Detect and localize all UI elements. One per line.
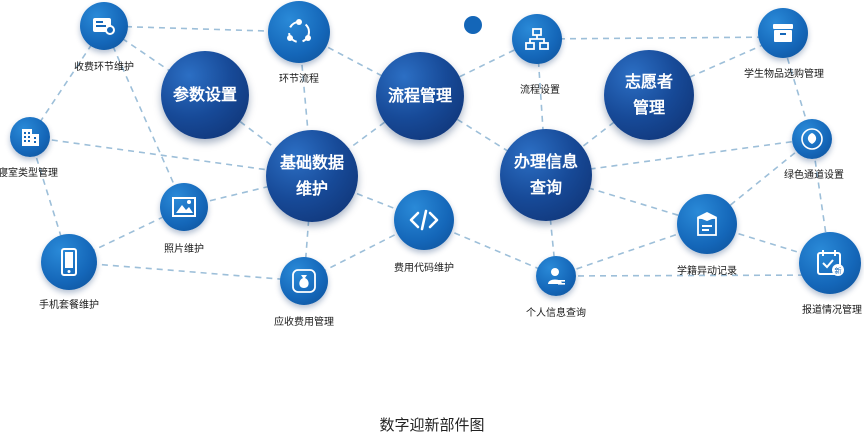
node-flow-setting[interactable] [512,14,562,64]
diagram-caption: 数字迎新部件图 [379,416,485,434]
hub-basic-data[interactable]: 基础数据 维护 [266,130,358,222]
node-personal[interactable] [536,256,576,296]
flowchart-icon [525,28,549,50]
node-fee-step-label: 收费环节维护 [74,62,134,73]
invoice-icon [93,18,115,35]
box-icon [773,24,793,42]
node-goods-label: 学生物品选购管理 [744,69,824,80]
node-dorm-type-label: 寝室类型管理 [0,168,58,179]
node-goods[interactable] [758,8,808,58]
node-status-change[interactable] [677,194,737,254]
node-report[interactable]: 新 [799,232,861,294]
node-step-flow-label: 环节流程 [279,74,319,85]
calendar-new-icon: 新 [817,250,844,276]
cycle-icon [287,19,311,43]
hub-params-label: 参数设置 [172,85,237,104]
node-fee-code[interactable] [394,190,454,250]
node-fee-code-label: 费用代码维护 [394,263,454,274]
node-status-change-label: 学籍异动记录 [677,266,737,277]
node-step-flow[interactable] [268,1,330,63]
node-photo[interactable] [160,183,208,231]
decorative-dot [464,16,482,34]
node-green-channel[interactable] [792,119,832,159]
node-fee-step[interactable] [80,2,128,50]
node-phone[interactable] [41,234,97,290]
node-photo-label: 照片维护 [164,244,204,255]
mobile-phone-icon [61,248,77,276]
node-report-label: 报道情况管理 [802,305,862,316]
money-bag-icon [292,269,316,293]
building-icon [22,129,39,146]
hub-query[interactable]: 办理信息 查询 [500,129,592,221]
leaf-icon [801,128,823,150]
image-icon [172,197,196,217]
node-flow-setting-label: 流程设置 [520,85,560,96]
node-phone-label: 手机套餐维护 [39,300,99,311]
code-icon [409,209,439,231]
svg-text:新: 新 [835,266,842,275]
node-personal-label: 个人信息查询 [526,308,586,319]
person-search-icon [548,268,565,285]
hub-flow-management[interactable]: 流程管理 [376,52,464,140]
node-dorm-type[interactable] [10,117,50,157]
hub-volunteer-label: 志愿者 管理 [624,72,673,117]
hub-flow-label: 流程管理 [387,86,452,105]
hub-basic-data-label: 基础数据 维护 [279,153,344,198]
node-receivable[interactable] [280,257,328,305]
node-green-channel-label: 绿色通道设置 [784,170,844,181]
hub-params[interactable]: 参数设置 [161,51,249,139]
graduation-doc-icon [697,212,717,236]
hub-volunteer[interactable]: 志愿者 管理 [604,50,694,140]
hub-query-label: 办理信息 查询 [513,152,578,197]
node-receivable-label: 应收费用管理 [274,317,334,328]
